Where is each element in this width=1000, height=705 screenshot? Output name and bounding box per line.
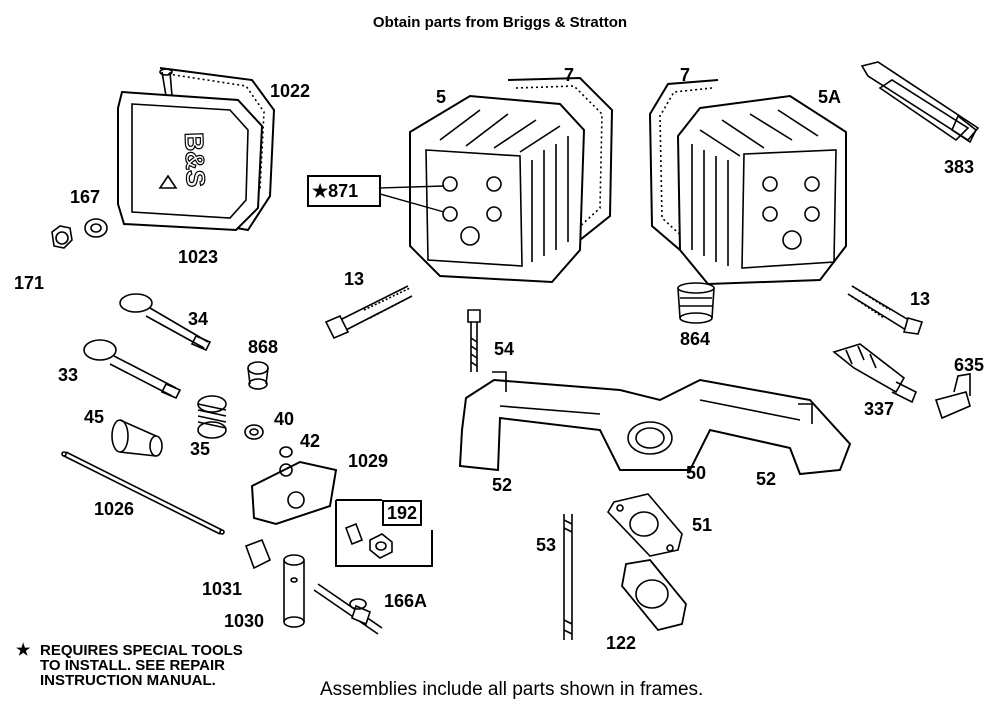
label-1026: 1026: [94, 499, 135, 519]
special-tools-note: ★ REQUIRES SPECIAL TOOLS TO INSTALL. SEE…: [16, 642, 243, 689]
label-1030: 1030: [224, 611, 265, 631]
valve-34: [120, 294, 210, 350]
label-868: 868: [248, 337, 279, 357]
label-7-left: 7: [564, 65, 575, 85]
clip-1031: [246, 540, 270, 568]
label-192: 192: [382, 500, 423, 526]
label-45: 45: [84, 407, 105, 427]
label-1023: 1023: [178, 247, 219, 267]
spark-plug-cap-635: [936, 374, 970, 418]
push-rod-1026: [62, 452, 224, 534]
spacer-122: [622, 560, 686, 630]
nut-171: [52, 226, 72, 248]
gasket-51: [608, 494, 682, 556]
bolt-13-right: [848, 286, 922, 334]
label-33: 33: [58, 365, 79, 385]
spark-plug-337: [834, 344, 916, 402]
label-635: 635: [954, 355, 985, 375]
manifold-50: [460, 372, 850, 474]
seal-868: [248, 362, 268, 389]
tube-1030: [284, 555, 304, 627]
label-35: 35: [190, 439, 211, 459]
frame-192: [336, 500, 432, 566]
label-1022: 1022: [270, 81, 311, 101]
washer-40: [245, 425, 263, 439]
label-1029: 1029: [348, 451, 389, 471]
note-line-2: TO INSTALL. SEE REPAIR: [40, 657, 226, 674]
label-50: 50: [686, 463, 707, 483]
label-34: 34: [188, 309, 209, 329]
label-871-number: 871: [328, 181, 359, 201]
label-52-right: 52: [756, 469, 777, 489]
cylinder-head-5A: [650, 80, 846, 284]
label-5: 5: [436, 87, 447, 107]
label-171: 171: [14, 273, 45, 293]
valve-cover: B&S: [118, 69, 262, 230]
screw-42: [280, 447, 292, 457]
label-54: 54: [494, 339, 515, 359]
retainer-45: [112, 420, 162, 456]
label-871: ★871: [312, 182, 358, 200]
label-13-left: 13: [344, 269, 365, 289]
tool-383: [862, 62, 978, 142]
rocker-arm-1029: [252, 462, 336, 524]
label-166A: 166A: [384, 591, 428, 611]
label-383: 383: [944, 157, 975, 177]
bolt-54: [468, 310, 480, 372]
note-line-1: REQUIRES SPECIAL TOOLS: [40, 642, 243, 659]
label-13-right: 13: [910, 289, 931, 309]
cylinder-head-5: [410, 78, 612, 282]
label-42: 42: [300, 431, 321, 451]
bolt-166A: [314, 584, 382, 634]
note-line-3: INSTRUCTION MANUAL.: [40, 672, 216, 689]
washer-167: [85, 219, 107, 237]
assemblies-note: Assemblies include all parts shown in fr…: [320, 679, 704, 700]
label-40: 40: [274, 409, 295, 429]
star-icon: ★: [16, 642, 31, 659]
svg-text:B&S: B&S: [179, 132, 211, 188]
star-icon: ★: [312, 181, 329, 201]
label-122: 122: [606, 633, 637, 653]
label-53: 53: [536, 535, 557, 555]
guide-864: [678, 283, 714, 323]
page-title: Obtain parts from Briggs & Stratton: [372, 14, 628, 31]
label-7-right: 7: [680, 65, 691, 85]
bolt-13-left: [326, 286, 412, 338]
label-1031: 1031: [202, 579, 243, 599]
label-51: 51: [692, 515, 713, 535]
label-5A: 5A: [818, 87, 842, 107]
label-52-left: 52: [492, 475, 513, 495]
spring-35: [198, 396, 226, 438]
label-864: 864: [680, 329, 711, 349]
label-337: 337: [864, 399, 895, 419]
stud-53: [564, 514, 572, 640]
valve-33: [84, 340, 180, 398]
label-167: 167: [70, 187, 101, 207]
frame-871: [308, 176, 444, 212]
